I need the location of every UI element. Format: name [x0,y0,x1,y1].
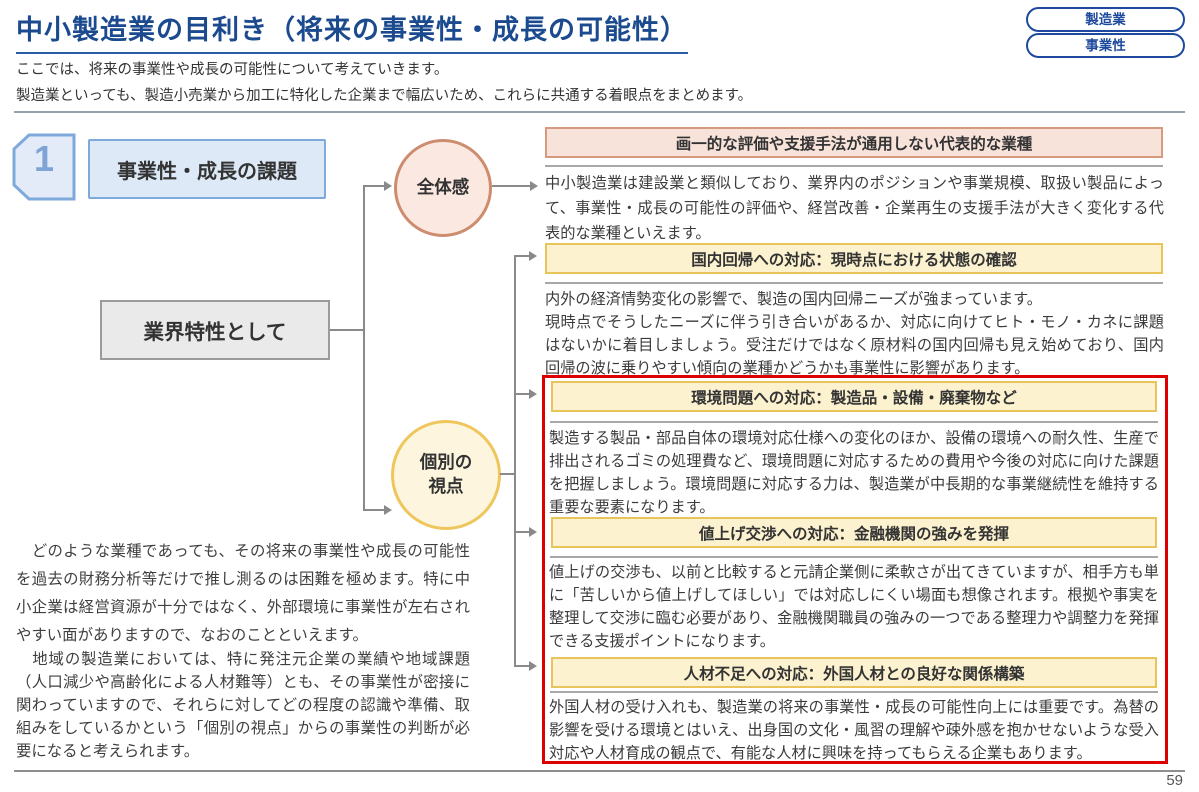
section-body: 値上げの交渉も、以前と比較すると元請企業側に柔軟さが出てきていますが、相手方も単… [549,564,1159,650]
page-title: 中小製造業の目利き（将来の事業性・成長の可能性） [16,8,688,54]
connector-line [330,329,364,331]
arrow-right-icon [530,181,538,191]
note-paragraph: どのような業種であっても、その将来の事業性や成長の可能性を過去の財務分析等だけで… [16,543,470,644]
connector-line [500,473,516,475]
section-body: 中小製造業は建設業と類似しており、業界内のポジションや事業規模、取扱い製品によっ… [545,175,1164,242]
section-body: 外国人材の受け入れも、製造業の将来の事業性・成長の可能性向上には重要です。為替の… [549,699,1159,762]
intro-text: ここでは、将来の事業性や成長の可能性について考えていきます。 製造業といっても、… [16,62,753,104]
section-separator [550,556,1158,558]
section-separator [550,691,1158,693]
connector-line [363,509,385,511]
arrow-right-icon [529,251,537,261]
connector-line [514,255,531,257]
connector-line [492,185,531,187]
section-separator [545,282,1163,284]
connector-line [514,665,531,667]
section-body: 内外の経済情勢変化の影響で、製造の国内回帰ニーズが強まっています。 現時点でそう… [545,291,1164,377]
section-header-environment: 環境問題への対応：製造品・設備・廃棄物など [551,381,1157,412]
section-header-domestic-return: 国内回帰への対応：現時点における状態の確認 [545,243,1163,274]
arrow-right-icon [529,661,537,671]
section-header-labor-shortage: 人材不足への対応：外国人材との良好な関係構築 [551,657,1157,688]
page-number: 59 [1166,772,1183,789]
section-separator [545,165,1163,167]
bottom-divider [14,770,1185,772]
arrow-right-icon [529,527,537,537]
arrow-right-icon [384,181,392,191]
step-number-box: 1 [12,133,76,206]
connector-line [363,185,385,187]
node-overall-view: 全体感 [394,139,492,237]
section-body: 製造する製品・部品自体の環境対応仕様への変化のほか、設備の環境への耐久性、生産で… [549,430,1159,516]
step-number: 1 [33,138,55,179]
category-box: 業界特性として [100,300,330,360]
connector-line [514,531,531,533]
node-individual-view: 個別の 視点 [391,420,501,530]
tag-business-badge: 事業性 [1026,33,1185,58]
arrow-right-icon [529,389,537,399]
arrow-right-icon [384,505,392,515]
connector-line [514,393,531,395]
connector-line [363,186,365,511]
tag-manufacturing-badge: 製造業 [1026,7,1185,32]
note-paragraph: 地域の製造業においては、特に発注元企業の業績や地域課題（人口減少や高齢化による人… [16,651,470,760]
section-header-price-negotiation: 値上げ交渉への対応：金融機関の強みを発揮 [551,517,1157,548]
top-divider [14,111,1185,113]
section-header-overall: 画一的な評価や支援手法が通用しない代表的な業種 [545,127,1163,158]
step-title-box: 事業性・成長の課題 [88,139,326,199]
connector-line [514,255,516,667]
section-separator [550,421,1158,423]
chamfered-box-shape [12,133,76,201]
